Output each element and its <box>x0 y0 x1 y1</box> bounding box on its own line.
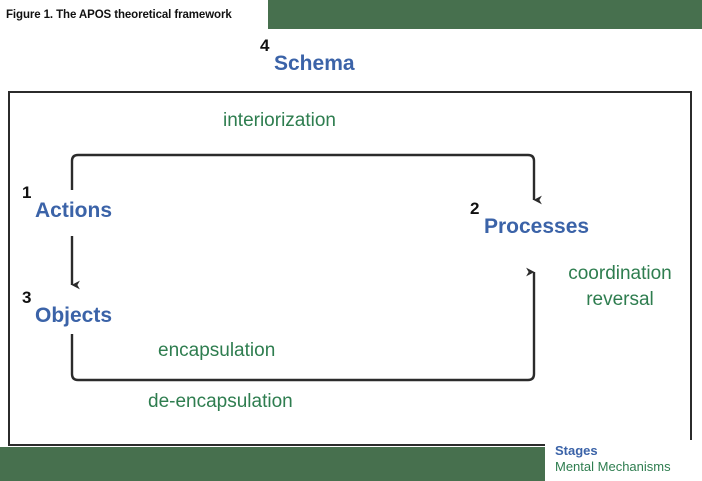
stage-actions-number: 1 <box>22 183 32 202</box>
stage-schema-label: Schema <box>274 52 355 75</box>
mechanism-reversal: reversal <box>586 289 654 311</box>
figure-caption-plate: Figure 1. The APOS theoretical framework <box>0 0 268 29</box>
stage-objects-label: Objects <box>35 304 113 327</box>
mechanism-coordination-reversal: coordination reversal <box>554 261 686 313</box>
figure-caption: Figure 1. The APOS theoretical framework <box>6 8 232 21</box>
mechanism-interiorization: interiorization <box>223 110 336 131</box>
stage-actions-label: Actions <box>35 199 113 222</box>
stage-schema: 4 Schema <box>255 36 415 86</box>
stage-processes-label: Processes <box>484 215 590 238</box>
legend: Stages Mental Mechanisms <box>545 440 702 481</box>
framework-box <box>8 91 692 446</box>
legend-mechanisms-label: Mental Mechanisms <box>555 459 671 475</box>
mechanism-encapsulation: encapsulation <box>158 340 276 361</box>
legend-stages-label: Stages <box>555 443 598 458</box>
mechanism-de-encapsulation: de-encapsulation <box>148 391 293 412</box>
stage-schema-number: 4 <box>260 36 270 55</box>
stage-objects-number: 3 <box>22 288 32 307</box>
stage-processes-number: 2 <box>470 199 480 218</box>
mechanism-coordination: coordination <box>568 263 672 284</box>
